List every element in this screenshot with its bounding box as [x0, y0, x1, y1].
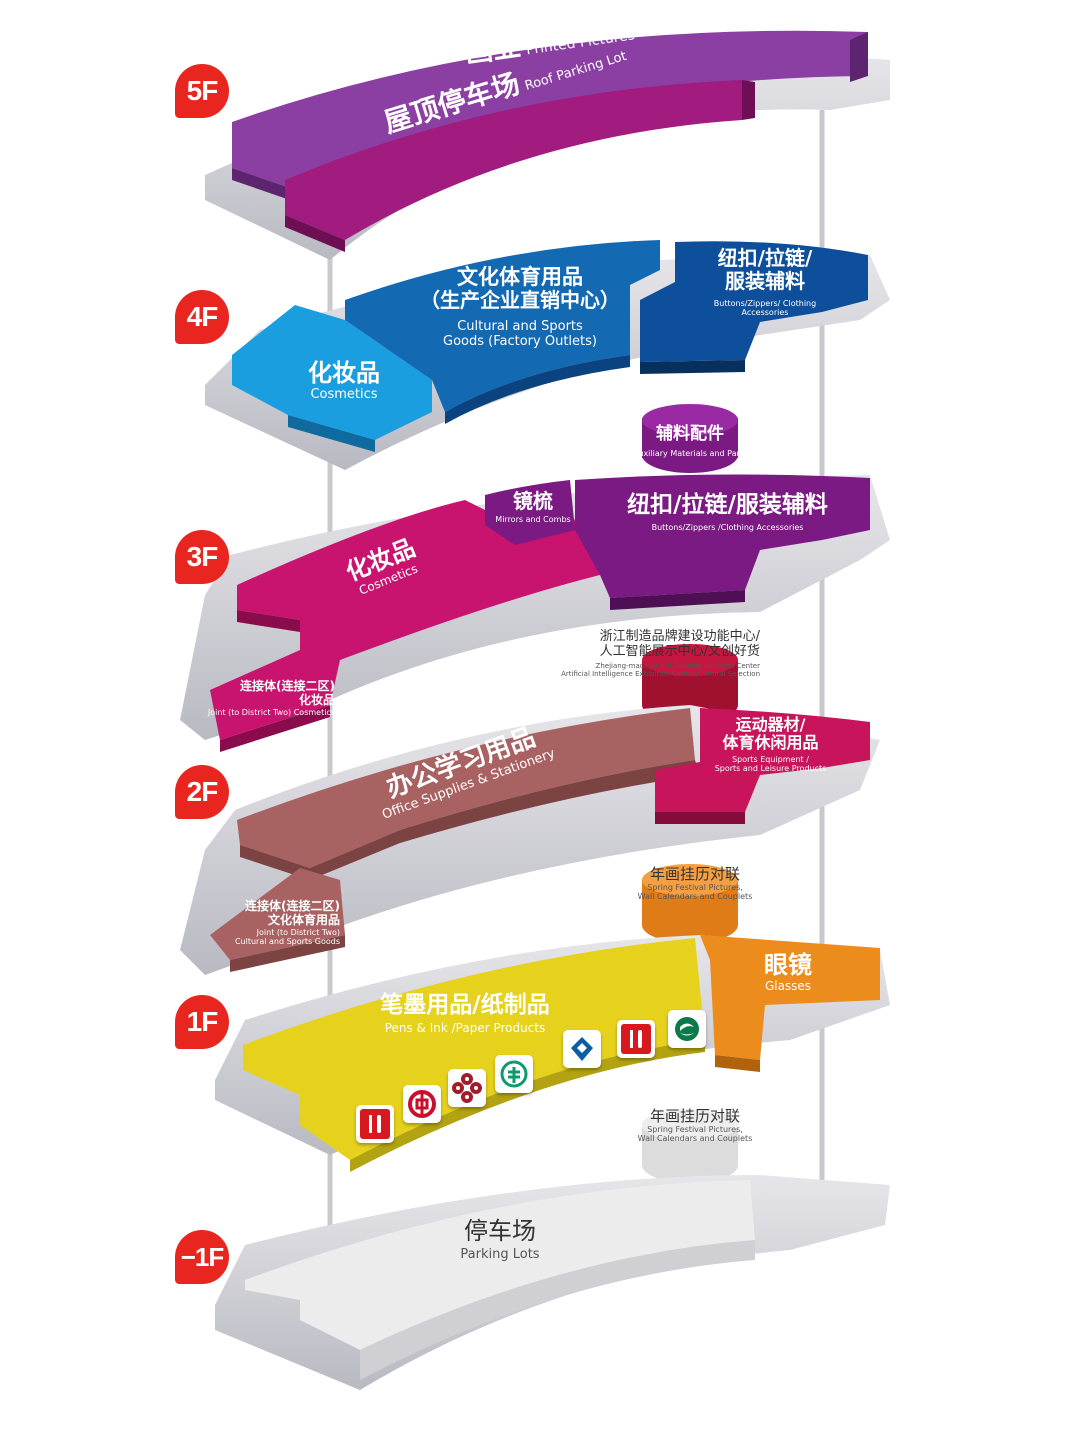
- f3-auxiliary-en: Auxiliary Materials and Parts: [632, 448, 748, 458]
- icbc-icon[interactable]: [448, 1069, 486, 1107]
- f3-brand-en1: Zhejiang-made Brand Building Function Ce…: [595, 661, 760, 670]
- f3-buttons-en: Buttons/Zippers /Clothing Accessories: [651, 523, 804, 533]
- f1-glasses-en: Glasses: [764, 978, 812, 993]
- f3-buttons-cn: 纽扣/拉链/服装辅料: [627, 492, 828, 518]
- floor-1f: [215, 935, 890, 1172]
- f3-mirrors-en: Mirrors and Combs: [495, 515, 571, 524]
- f2-sports-label: 运动器材/ 体育休闲用品 Sports Equipment / Sports a…: [703, 715, 838, 773]
- floor-b1: [215, 1175, 890, 1390]
- f2-joint-label: 连接体(连接二区) 文化体育用品 Joint (to District Two)…: [200, 899, 340, 946]
- f4-buttons-cn2: 服装辅料: [725, 269, 805, 293]
- f2-festival-cn: 年画挂历对联: [649, 865, 740, 883]
- f4-buttons-label: 纽扣/拉链/ 服装辅料 Buttons/Zippers/ Clothing Ac…: [700, 246, 830, 318]
- floor-2f: [180, 705, 880, 975]
- f1-festival-en2: Wall Calendars and Couplets: [637, 1134, 753, 1144]
- f4-buttons-en2: Accessories: [741, 308, 789, 318]
- zj-bank-icon[interactable]: [668, 1010, 706, 1048]
- f3-auxiliary-label: 辅料配件 Auxiliary Materials and Parts: [625, 424, 755, 458]
- f1-festival-label: 年画挂历对联 Spring Festival Pictures, Wall Ca…: [620, 1107, 770, 1144]
- f2-sports-cn2: 体育休闲用品: [722, 733, 819, 753]
- f2-sports-en1: Sports Equipment /: [732, 754, 809, 764]
- f1-glasses-cn: 眼镜: [764, 951, 812, 979]
- f1-festival-cn: 年画挂历对联: [649, 1107, 740, 1125]
- f2-joint-cn2: 文化体育用品: [267, 912, 340, 927]
- f4-cosmetics-label: 化妆品 Cosmetics: [296, 359, 392, 403]
- floor-3f: [180, 404, 890, 752]
- f1-pens-label: 笔墨用品/纸制品 Pens & Ink /Paper Products: [355, 992, 575, 1036]
- bank-of-china-icon[interactable]: [403, 1085, 441, 1123]
- f4-culture-label: 文化体育用品 （生产企业直销中心） Cultural and Sports Go…: [395, 265, 645, 350]
- f2-festival-label: 年画挂历对联 Spring Festival Pictures, Wall Ca…: [620, 865, 770, 902]
- ccb-bank-icon[interactable]: [563, 1030, 601, 1068]
- f4-buttons-cn1: 纽扣/拉链/: [717, 246, 813, 270]
- f2-festival-en1: Spring Festival Pictures,: [647, 883, 743, 893]
- f3-mirrors-cn: 镜梳: [513, 489, 553, 513]
- f2-festival-en2: Wall Calendars and Couplets: [637, 892, 753, 902]
- f3-buttons-label: 纽扣/拉链/服装辅料 Buttons/Zippers /Clothing Acc…: [600, 492, 855, 533]
- f4-culture-cn2: （生产企业直销中心）: [420, 288, 620, 313]
- f4-cosmetics-cn: 化妆品: [308, 359, 380, 387]
- f4-culture-cn1: 文化体育用品: [457, 265, 583, 289]
- f1-pens-en: Pens & Ink /Paper Products: [384, 1021, 546, 1036]
- f4-culture-en2: Goods (Factory Outlets): [443, 334, 597, 350]
- floor-badge-3f: 3F: [175, 530, 229, 584]
- b1-parking-cn: 停车场: [464, 1217, 536, 1245]
- restaurant-icon[interactable]: [356, 1105, 394, 1143]
- f3-brand-cn2: 人工智能展示中心/文创好货: [599, 643, 760, 659]
- f3-brand-en2: Artificial Intelligence Exhibition Cente…: [561, 669, 760, 678]
- f2-joint-en2: Cultural and Sports Goods: [234, 936, 340, 946]
- f4-cosmetics-en: Cosmetics: [310, 386, 378, 402]
- f3-brand-cn1: 浙江制造品牌建设功能中心/: [599, 629, 760, 644]
- f3-joint-cn1: 连接体(连接二区): [240, 679, 335, 693]
- floor-badge-5f: 5F: [175, 64, 229, 118]
- b1-parking-label: 停车场 Parking Lots: [440, 1217, 560, 1263]
- f2-sports-cn1: 运动器材/: [735, 715, 806, 734]
- f1-glasses-label: 眼镜 Glasses: [748, 951, 828, 993]
- f2-joint-cn1: 连接体(连接二区): [245, 899, 340, 913]
- b1-parking-en: Parking Lots: [460, 1246, 540, 1262]
- f2-joint-en1: Joint (to District Two): [256, 927, 340, 937]
- floor-5f: [205, 30, 890, 260]
- f3-joint-en: Joint (to District Two) Cosmetics: [207, 707, 335, 717]
- f1-festival-en1: Spring Festival Pictures,: [647, 1125, 743, 1135]
- floor-badge-4f: 4F: [175, 290, 229, 344]
- f3-joint-cn2: 化妆品: [298, 692, 335, 707]
- f4-culture-en1: Cultural and Sports: [457, 319, 583, 335]
- f1-pens-cn: 笔墨用品/纸制品: [380, 992, 550, 1018]
- f3-brand-label: 浙江制造品牌建设功能中心/ 人工智能展示中心/文创好货 Zhejiang-mad…: [520, 629, 760, 678]
- floor-badge-1f: 1F: [175, 995, 229, 1049]
- festival-cylinder-1f: [642, 1109, 738, 1183]
- floor-badge-b1: −1F: [175, 1230, 229, 1284]
- festival-cylinder-2f: [642, 864, 738, 943]
- f2-sports-en2: Sports and Leisure Products: [714, 763, 827, 773]
- f4-buttons-en1: Buttons/Zippers/ Clothing: [713, 299, 817, 308]
- f3-auxiliary-cn: 辅料配件: [656, 424, 724, 444]
- abc-bank-icon[interactable]: [495, 1055, 533, 1093]
- restaurant-icon[interactable]: [617, 1020, 655, 1058]
- f3-mirrors-label: 镜梳 Mirrors and Combs: [488, 489, 578, 525]
- floor-4f: [205, 240, 890, 470]
- floor-badge-2f: 2F: [175, 765, 229, 819]
- f3-joint-label: 连接体(连接二区) 化妆品 Joint (to District Two) Co…: [195, 679, 335, 717]
